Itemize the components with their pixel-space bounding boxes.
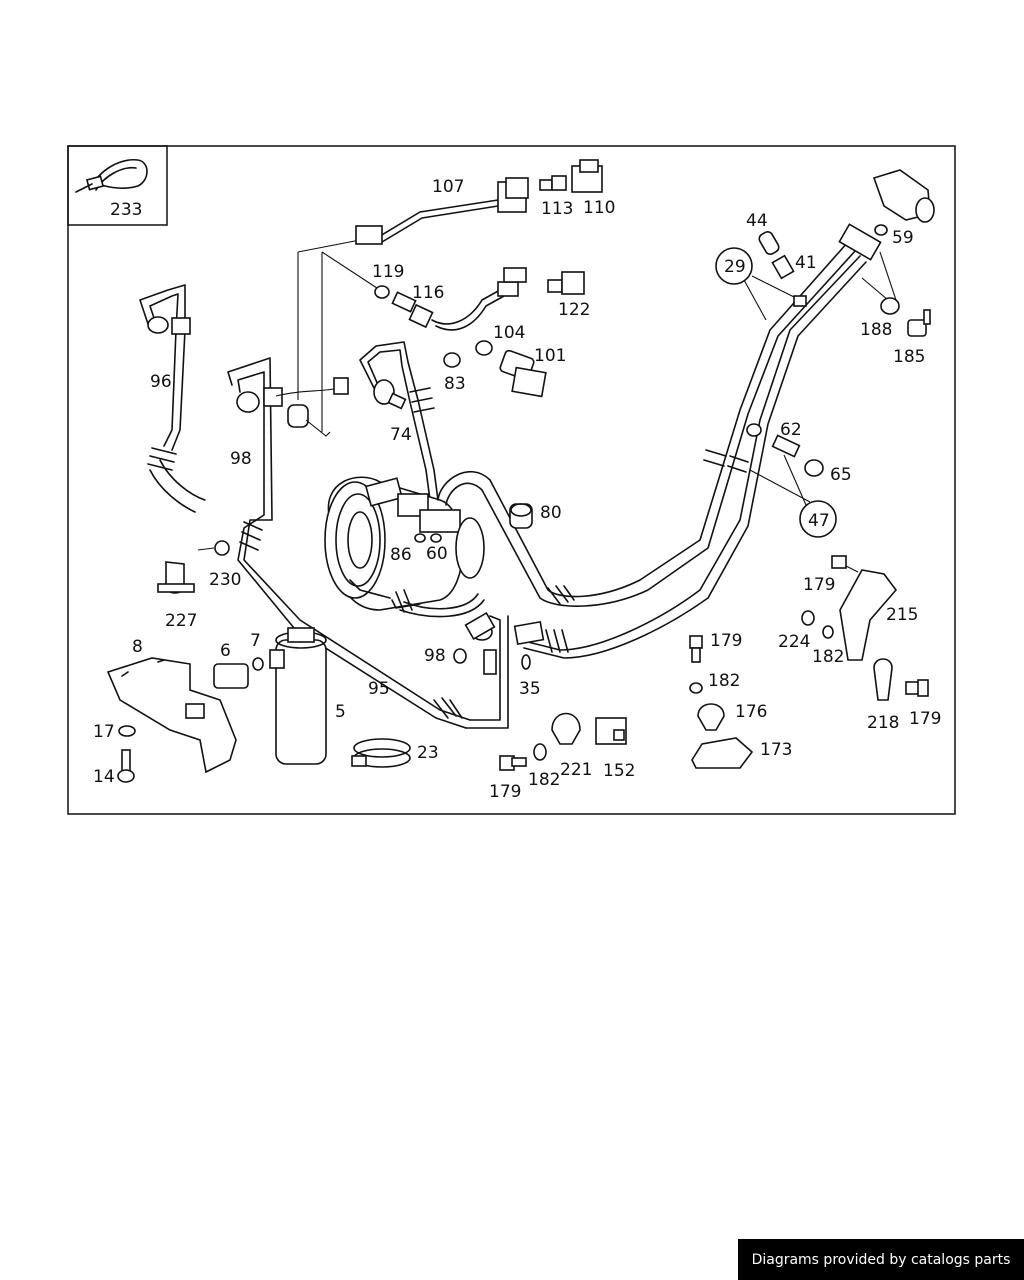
callout-230: 230	[209, 570, 241, 590]
callout-59: 59	[892, 228, 914, 248]
callout-98-left: 98	[230, 449, 252, 469]
hose-clamp-23	[351, 738, 411, 768]
callout-98-center: 98	[424, 646, 446, 666]
callout-104: 104	[493, 323, 525, 343]
fittings-47	[746, 423, 837, 538]
callout-182-bottom: 182	[528, 770, 560, 790]
hose-95	[227, 357, 509, 729]
callout-215: 215	[886, 605, 918, 625]
callout-227: 227	[165, 611, 197, 631]
cable-tie-icon	[75, 159, 148, 193]
callout-44: 44	[746, 211, 768, 231]
callout-119: 119	[372, 262, 404, 282]
callout-17: 17	[93, 722, 115, 742]
bracket-8	[106, 657, 237, 783]
hose-74	[359, 341, 461, 501]
callout-233: 233	[110, 200, 142, 220]
bushing-80	[509, 503, 533, 529]
callout-179-middle: 179	[710, 631, 742, 651]
callout-152: 152	[603, 761, 635, 781]
main-hoses	[395, 241, 867, 659]
callout-47: 47	[808, 511, 830, 531]
callout-173: 173	[760, 740, 792, 760]
callout-65: 65	[830, 465, 852, 485]
callout-95: 95	[368, 679, 390, 699]
callout-62: 62	[780, 420, 802, 440]
right-brackets	[689, 555, 929, 769]
callout-188: 188	[860, 320, 892, 340]
callout-179-bottom: 179	[489, 782, 521, 802]
callout-218: 218	[867, 713, 899, 733]
callout-96: 96	[150, 372, 172, 392]
callout-6: 6	[220, 641, 231, 661]
callout-176: 176	[735, 702, 767, 722]
callout-14: 14	[93, 767, 115, 787]
callout-23: 23	[417, 743, 439, 763]
callout-113: 113	[541, 199, 573, 219]
callout-179-right-top: 179	[803, 575, 835, 595]
callout-110: 110	[583, 198, 615, 218]
hose-96	[139, 284, 206, 513]
callout-179-right-bottom: 179	[909, 709, 941, 729]
callout-83: 83	[444, 374, 466, 394]
callout-224: 224	[778, 632, 810, 652]
callout-35: 35	[519, 679, 541, 699]
credit-banner: Diagrams provided by catalogs parts	[738, 1239, 1024, 1280]
switch-101	[475, 340, 547, 398]
callout-41: 41	[795, 253, 817, 273]
callout-labels: 233 107 113 110 119 116 122 104 101 83 7…	[93, 177, 941, 802]
inset-box	[67, 145, 168, 226]
expansion-valve	[838, 169, 935, 337]
callout-116: 116	[412, 283, 444, 303]
clamp-227	[157, 540, 230, 594]
callout-182-right: 182	[812, 647, 844, 667]
wiring-harness	[275, 159, 603, 437]
lower-small-parts	[453, 648, 627, 771]
callout-8: 8	[132, 637, 143, 657]
diagram-frame	[67, 145, 956, 815]
callout-86: 86	[390, 545, 412, 565]
callout-122: 122	[558, 300, 590, 320]
callout-185: 185	[893, 347, 925, 367]
credit-text: Diagrams provided by catalogs parts	[751, 1251, 1011, 1268]
callout-74: 74	[390, 425, 412, 445]
callout-101: 101	[534, 346, 566, 366]
callout-60: 60	[426, 544, 448, 564]
compressor	[324, 476, 485, 611]
callout-5: 5	[335, 702, 346, 722]
receiver-drier	[213, 627, 327, 765]
callout-107: 107	[432, 177, 464, 197]
callout-221: 221	[560, 760, 592, 780]
callout-29: 29	[724, 257, 746, 277]
callout-80: 80	[540, 503, 562, 523]
callout-182-middle: 182	[708, 671, 740, 691]
callout-7: 7	[250, 631, 261, 651]
fittings-29	[715, 231, 807, 321]
